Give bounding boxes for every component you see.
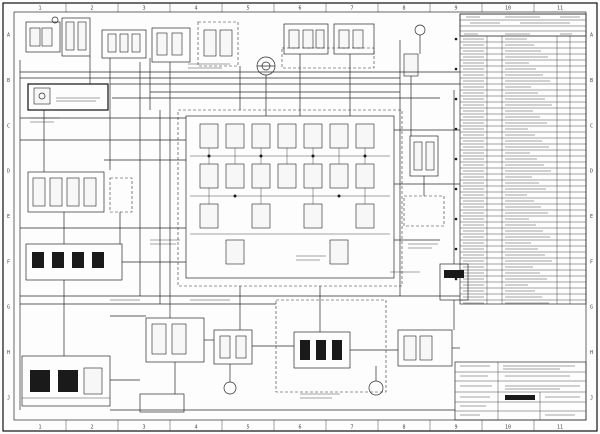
- annotation-strokes: [30, 63, 438, 399]
- zone-label-top: 6: [298, 6, 301, 12]
- zone-label-right: J: [590, 395, 593, 401]
- zone-label-bottom: 2: [90, 425, 93, 431]
- valve-option-outline: [281, 47, 375, 69]
- directional-valve-b: [333, 23, 375, 55]
- drawing-number-band: [505, 395, 535, 400]
- parts-list-marker: [454, 187, 458, 191]
- parts-list-marker: [454, 247, 458, 251]
- zone-label-left: A: [7, 33, 10, 39]
- left-valve-cluster: [25, 171, 133, 281]
- zone-labels-right: A B C D E F G H J: [590, 33, 593, 402]
- parts-list-marker: [454, 157, 458, 161]
- zone-label-top: 5: [246, 6, 249, 12]
- parts-list-marker: [454, 67, 458, 71]
- pressure-gauge: [223, 381, 237, 395]
- single-acting-option-box: [27, 83, 109, 111]
- parts-list-header: [459, 13, 587, 37]
- zone-label-bottom: 11: [557, 425, 563, 431]
- zone-label-bottom: 9: [454, 425, 457, 431]
- zone-label-right: G: [590, 305, 593, 311]
- zone-label-right: D: [590, 169, 593, 175]
- zone-labels-left: A B C D E F G H J: [7, 33, 10, 402]
- zone-label-top: 1: [38, 6, 41, 12]
- zone-label-left: J: [7, 395, 10, 401]
- zone-labels-top: 1 2 3 4 5 6 7 8 9 10 11: [38, 3, 563, 431]
- zone-label-bottom: 6: [298, 425, 301, 431]
- zone-label-bottom: 7: [350, 425, 353, 431]
- zone-label-bottom: 1: [38, 425, 41, 431]
- zone-label-left: B: [7, 78, 10, 84]
- zone-label-left: H: [7, 350, 10, 356]
- zone-label-top: 9: [454, 6, 457, 12]
- zone-label-top: 10: [505, 6, 511, 12]
- control-valve-bank-mid: [151, 27, 191, 63]
- parts-list-marker: [454, 37, 458, 41]
- zone-label-right: H: [590, 350, 593, 356]
- zone-label-right: F: [590, 259, 593, 265]
- zone-label-top: 11: [557, 6, 563, 12]
- hydraulic-lines-vertical: [19, 35, 455, 410]
- zone-label-top: 2: [90, 6, 93, 12]
- top-valve-row: [25, 16, 426, 77]
- filter-element: [403, 53, 419, 77]
- pilot-control-valve: [25, 21, 61, 53]
- lower-left-reservoir: [21, 355, 111, 407]
- zone-label-left: C: [7, 123, 10, 129]
- parts-list-marker: [454, 217, 458, 221]
- zone-label-left: D: [7, 169, 10, 175]
- parts-list-rows: [460, 35, 586, 304]
- bottom-center-valves: [139, 299, 387, 413]
- hydraulic-cylinder-group: [61, 17, 91, 57]
- zone-label-right: C: [590, 123, 593, 129]
- zone-label-left: G: [7, 305, 10, 311]
- accumulator: [414, 24, 426, 36]
- parts-list-marker: [454, 277, 458, 281]
- zone-label-top: 8: [402, 6, 405, 12]
- zone-label-right: B: [590, 78, 593, 84]
- zone-label-right: E: [590, 214, 593, 220]
- main-hydraulic-manifold: [177, 109, 403, 287]
- zone-labels-bottom: 1 2 3 4 5 6 7 8 9 10 11: [38, 425, 563, 431]
- parts-list-table: [454, 13, 587, 305]
- zone-label-top: 7: [350, 6, 353, 12]
- relief-valve-assembly: [197, 21, 239, 67]
- zone-label-bottom: 5: [246, 425, 249, 431]
- zone-label-bottom: 3: [142, 425, 145, 431]
- zone-label-top: 4: [194, 6, 197, 12]
- control-valve-bank-left: [101, 29, 147, 59]
- parts-list-side-markers: [454, 37, 458, 281]
- directional-valve-a: [283, 23, 329, 55]
- zone-label-right: A: [590, 33, 593, 39]
- title-block: [454, 361, 587, 421]
- zone-label-left: E: [7, 214, 10, 220]
- zone-label-left: F: [7, 259, 10, 265]
- parts-list-marker: [454, 97, 458, 101]
- zone-label-top: 3: [142, 6, 145, 12]
- zone-label-bottom: 4: [194, 425, 197, 431]
- zone-label-bottom: 8: [402, 425, 405, 431]
- hydraulic-lines-horizontal: [20, 71, 460, 411]
- zone-label-bottom: 10: [505, 425, 511, 431]
- right-side-components: [368, 135, 469, 396]
